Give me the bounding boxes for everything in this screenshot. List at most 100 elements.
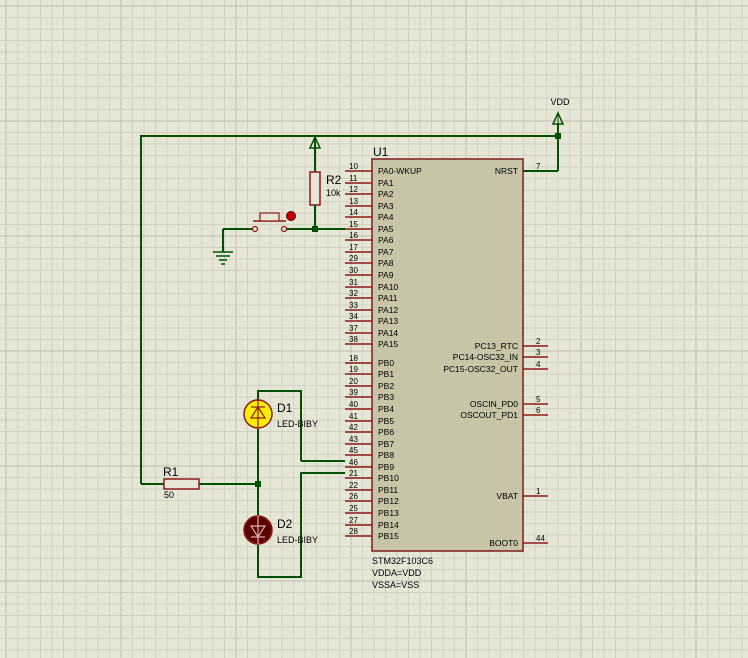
u1-pin-number: 4 <box>536 360 541 369</box>
u1-pin-name: PB0 <box>378 358 394 368</box>
u1-pin-name: PA6 <box>378 235 394 245</box>
u1-pin-number: 15 <box>349 220 358 229</box>
u1-pin-name: PA13 <box>378 316 398 326</box>
u1-pin-name: PA0-WKUP <box>378 166 422 176</box>
u1-pin-number: 19 <box>349 365 358 374</box>
u1-pin-name: PB8 <box>378 450 394 460</box>
r2-ref: R2 <box>326 173 342 187</box>
u1-pin-number: 42 <box>349 423 358 432</box>
u1-ref: U1 <box>373 145 389 159</box>
d1-ref: D1 <box>277 401 293 415</box>
led-d2[interactable]: D2 LED-BIBY <box>243 515 318 545</box>
led-wiring <box>255 390 345 578</box>
u1-part: STM32F103C6 <box>372 556 433 566</box>
u1-pin-number: 3 <box>536 348 541 357</box>
u1-right-pins: 7 NRST 2 PC13_RTC 3 PC14-OSC32_IN 4 PC15-OSC32_… <box>443 162 548 548</box>
ground-symbol[interactable] <box>213 228 252 265</box>
r1-value: 50 <box>164 490 174 500</box>
u1-pin-name: PA3 <box>378 201 394 211</box>
u1-pin-name: BOOT0 <box>489 538 518 548</box>
u1-pin-name: PA12 <box>378 305 398 315</box>
u1-pin-number: 7 <box>536 162 541 171</box>
u1-pin-name: PB7 <box>378 439 394 449</box>
u1-pin-number: 31 <box>349 278 358 287</box>
u1-pin-number: 26 <box>349 492 358 501</box>
u1-pin-number: 27 <box>349 516 358 525</box>
u1-pin-name: PB6 <box>378 427 394 437</box>
u1-pin-number: 37 <box>349 324 358 333</box>
u1-pin-name: PA7 <box>378 247 394 257</box>
u1-pin-number: 25 <box>349 504 358 513</box>
u1-pin-number: 33 <box>349 301 358 310</box>
u1-pin-name: PA11 <box>378 293 398 303</box>
d2-part: LED-BIBY <box>277 535 318 545</box>
u1-pin-number: 38 <box>349 335 358 344</box>
u1-pin-name: PA8 <box>378 258 394 268</box>
u1-pin-name: PA15 <box>378 339 398 349</box>
u1-pin-name: OSCIN_PD0 <box>470 399 518 409</box>
u1-pin-name: PA14 <box>378 328 398 338</box>
push-button[interactable] <box>251 211 296 233</box>
u1-pin-name: PB4 <box>378 404 394 414</box>
u1-pin-number: 45 <box>349 446 358 455</box>
u1-chip[interactable]: U1 STM32F103C6 VDDA=VDD VSSA=VSS 10 PA0-W… <box>345 145 548 590</box>
u1-pin-name: PB5 <box>378 416 394 426</box>
u1-pin-name: PB2 <box>378 381 394 391</box>
resistor-r1[interactable]: R1 50 <box>141 465 258 500</box>
d1-part: LED-BIBY <box>277 419 318 429</box>
d2-ref: D2 <box>277 517 293 531</box>
u1-pin-name: PB15 <box>378 531 399 541</box>
u1-note-vssa: VSSA=VSS <box>372 580 419 590</box>
u1-pin-name: PB9 <box>378 462 394 472</box>
u1-pin-name: PA10 <box>378 282 398 292</box>
u1-pin-number: 34 <box>349 312 358 321</box>
u1-pin-number: 14 <box>349 208 358 217</box>
u1-pin-name: PA9 <box>378 270 394 280</box>
u1-pin-number: 17 <box>349 243 358 252</box>
u1-pin-name: NRST <box>495 166 518 176</box>
u1-pin-number: 43 <box>349 435 358 444</box>
led-d1[interactable]: D1 LED-BIBY <box>243 399 318 429</box>
u1-pin-number: 20 <box>349 377 358 386</box>
u1-pin-number: 32 <box>349 289 358 298</box>
u1-pin-name: PB1 <box>378 369 394 379</box>
u1-pin-name: PB11 <box>378 485 398 495</box>
u1-pin-number: 11 <box>349 174 358 183</box>
vdd-power-terminal[interactable]: VDD <box>550 97 570 125</box>
power-terminal-r2[interactable] <box>308 135 322 149</box>
u1-pin-name: PB13 <box>378 508 399 518</box>
u1-pin-number: 2 <box>536 337 541 346</box>
u1-pin-number: 40 <box>349 400 358 409</box>
u1-pin-number: 10 <box>349 162 358 171</box>
u1-pin-name: PA5 <box>378 224 394 234</box>
u1-pin-name: PC14-OSC32_IN <box>453 352 518 362</box>
u1-pin-number: 46 <box>349 458 358 467</box>
r2-value: 10k <box>326 188 341 198</box>
u1-pin-name: PA2 <box>378 189 394 199</box>
u1-pin-number: 22 <box>349 481 358 490</box>
u1-pin-name: PB14 <box>378 520 399 530</box>
u1-pin-number: 18 <box>349 354 358 363</box>
u1-pin-number: 44 <box>536 534 545 543</box>
u1-pin-name: PB10 <box>378 473 399 483</box>
u1-pin-number: 13 <box>349 197 358 206</box>
u1-pin-name: PB3 <box>378 392 394 402</box>
u1-pin-number: 12 <box>349 185 358 194</box>
u1-pin-number: 5 <box>536 395 541 404</box>
u1-pin-number: 39 <box>349 388 358 397</box>
u1-pin-number: 28 <box>349 527 358 536</box>
u1-pin-number: 41 <box>349 412 358 421</box>
u1-pin-name: PA4 <box>378 212 394 222</box>
u1-pin-name: PC15-OSC32_OUT <box>443 364 518 374</box>
pa5-net <box>287 226 345 232</box>
u1-pin-name: OSCOUT_PD1 <box>460 410 518 420</box>
u1-pin-number: 21 <box>349 469 358 478</box>
u1-pin-number: 6 <box>536 406 541 415</box>
u1-note-vdda: VDDA=VDD <box>372 568 422 578</box>
resistor-r2[interactable]: R2 10k <box>309 148 342 229</box>
u1-pin-number: 29 <box>349 254 358 263</box>
u1-pin-name: PC13_RTC <box>475 341 518 351</box>
r1-ref: R1 <box>163 465 179 479</box>
